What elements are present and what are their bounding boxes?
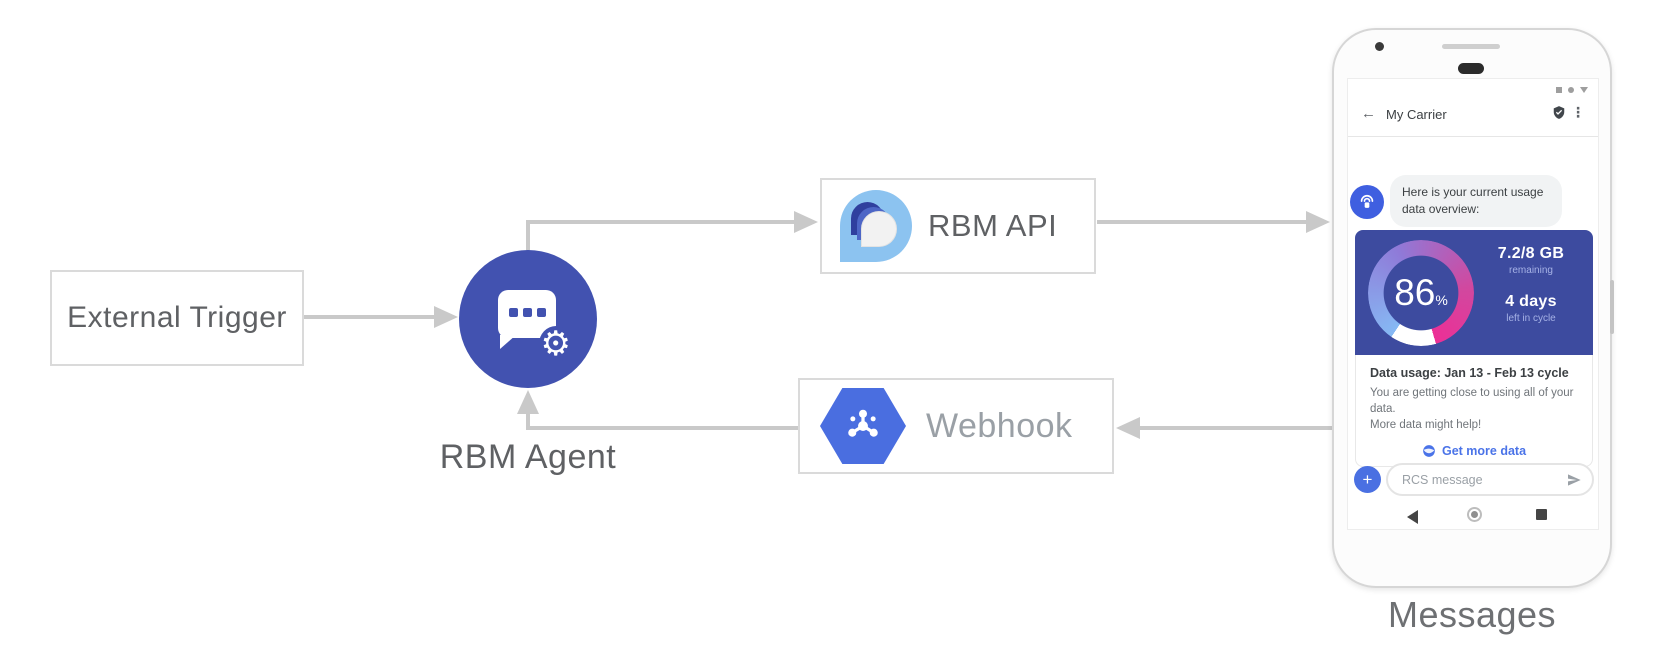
arrow-phone-to-webhook-line — [1140, 426, 1334, 430]
agent-avatar — [1350, 185, 1384, 219]
arrow-api-to-phone-head — [1306, 211, 1330, 233]
external-trigger-box: External Trigger — [50, 270, 304, 366]
phone-device: ← My Carrier ⋮ Here is your curre — [1332, 28, 1614, 588]
arrow-webhook-to-agent-vline — [526, 400, 530, 428]
nav-back-icon[interactable] — [1407, 510, 1418, 524]
pubsub-hexagon-icon — [820, 388, 906, 464]
arrow-trigger-to-agent-head — [434, 306, 458, 328]
verified-shield-icon — [1552, 105, 1566, 125]
days-left-value: 4 days — [1505, 293, 1557, 310]
status-circle-icon — [1568, 87, 1574, 93]
agent-message-bubble: Here is your current usage data overview… — [1390, 175, 1562, 228]
overflow-menu-icon[interactable]: ⋮ — [1571, 104, 1585, 120]
quota-value: 7.2/8 GB — [1497, 245, 1565, 262]
back-arrow-icon[interactable]: ← — [1361, 105, 1376, 122]
android-nav-bar — [1348, 503, 1598, 529]
hub-spoke-icon — [848, 409, 878, 437]
arrow-webhook-to-agent-line — [526, 426, 798, 430]
arrow-api-to-phone-line — [1097, 220, 1309, 224]
speaker-slot — [1442, 44, 1500, 49]
add-attachment-button[interactable]: + — [1354, 466, 1381, 493]
globe-icon — [1423, 444, 1435, 457]
usage-percent-unit: % — [1435, 292, 1448, 308]
quota-caption: remaining — [1509, 265, 1553, 276]
conversation-title: My Carrier — [1386, 107, 1447, 122]
webhook-box: Webhook — [798, 378, 1114, 474]
usage-card-header: 86 % 7.2/8 GB remaining 4 days left in c… — [1355, 230, 1593, 355]
get-more-data-button[interactable]: Get more data — [1370, 444, 1578, 458]
webhook-label: Webhook — [926, 406, 1073, 445]
agent-message-line1: Here is your current usage — [1402, 185, 1544, 199]
rbm-api-label: RBM API — [928, 208, 1058, 243]
arrow-webhook-to-agent-head — [517, 390, 539, 414]
nav-recents-icon[interactable] — [1536, 509, 1547, 520]
arrow-agent-to-api-head — [794, 211, 818, 233]
usage-stats: 7.2/8 GB remaining 4 days left in cycle — [1475, 245, 1587, 324]
nav-home-icon[interactable] — [1467, 507, 1482, 522]
rcs-messaging-icon — [840, 190, 912, 262]
phone-screen: ← My Carrier ⋮ Here is your curre — [1347, 78, 1599, 530]
front-camera-icon — [1375, 42, 1384, 51]
status-bar — [1556, 87, 1588, 93]
arrow-trigger-to-agent-line — [304, 315, 434, 319]
header-divider — [1348, 136, 1598, 137]
usage-gauge-ring — [1368, 240, 1474, 346]
external-trigger-label: External Trigger — [67, 301, 287, 334]
power-button — [1610, 280, 1614, 334]
status-triangle-icon — [1580, 87, 1588, 93]
usage-card-text-line1: You are getting close to using all of yo… — [1370, 387, 1574, 415]
message-composer — [1386, 463, 1594, 496]
usage-card-title: Data usage: Jan 13 - Feb 13 cycle — [1370, 366, 1569, 380]
send-icon[interactable] — [1566, 472, 1582, 488]
antenna-icon — [1360, 194, 1374, 208]
usage-card-body: Data usage: Jan 13 - Feb 13 cycle You ar… — [1355, 355, 1593, 467]
usage-card-text: You are getting close to using all of yo… — [1370, 386, 1578, 434]
get-more-data-label: Get more data — [1441, 443, 1527, 458]
usage-gauge: 86 % — [1368, 240, 1474, 346]
rcs-message-input[interactable] — [1402, 472, 1566, 487]
days-left-caption: left in cycle — [1506, 313, 1556, 324]
gear-icon: ⚙ — [538, 324, 573, 364]
rbm-agent-node: ⚙ — [459, 250, 597, 388]
conversation-header: ← My Carrier ⋮ — [1348, 101, 1598, 135]
usage-percent: 86 % — [1368, 240, 1474, 346]
agent-message-line2: data overview: — [1402, 202, 1480, 217]
messages-caption: Messages — [1387, 594, 1557, 635]
earpiece — [1458, 63, 1484, 74]
arrow-agent-to-api-vline — [526, 222, 530, 252]
status-square-icon — [1556, 87, 1562, 93]
rbm-agent-label: RBM Agent — [439, 438, 617, 476]
usage-card-text-line2: More data might help! — [1370, 418, 1482, 431]
chat-bubble-tail — [500, 335, 516, 349]
arrow-phone-to-webhook-head — [1116, 417, 1140, 439]
chat-dots — [498, 308, 556, 317]
rbm-api-box: RBM API — [820, 178, 1096, 274]
arrow-agent-to-api-line — [526, 220, 796, 224]
usage-percent-value: 86 — [1394, 272, 1436, 313]
